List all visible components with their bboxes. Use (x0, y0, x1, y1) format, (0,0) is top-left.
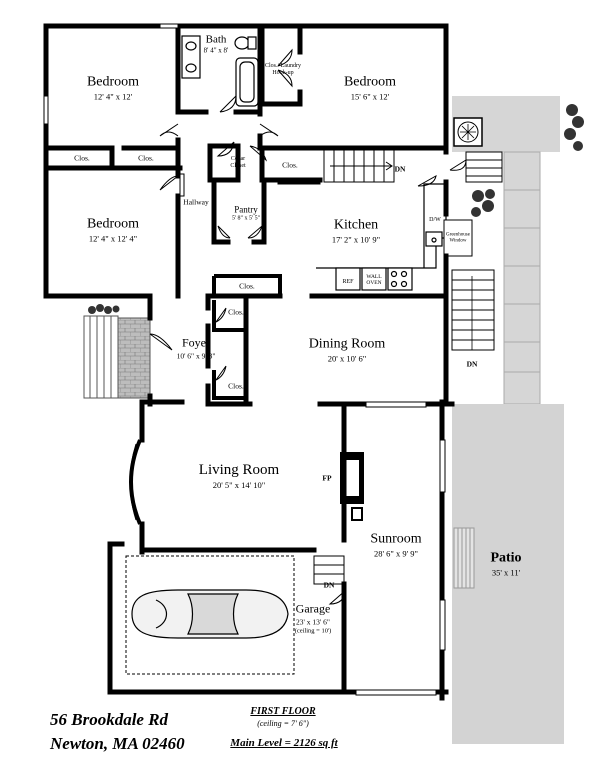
dn-label-kitchen: DN (394, 164, 406, 174)
bath-dim: 8' 4" x 8' (203, 46, 229, 55)
patio-label: Patio 35' x 11' (490, 551, 521, 578)
sunroom-dim: 28' 6" x 9' 9" (373, 548, 418, 559)
kitchen-dim: 17' 2" x 10' 9" (331, 234, 381, 245)
bedroom-ne-label: Bedroom 15' 6" x 12' (344, 75, 396, 102)
dining-room-dim: 20' x 10' 6" (327, 353, 367, 364)
floor-ceiling: (ceiling = 7' 6") (257, 719, 309, 728)
ref-label: REF (342, 279, 354, 285)
patio-dim: 35' x 11' (491, 567, 521, 578)
kitchen-counters (316, 183, 447, 291)
entry-stairs (83, 315, 119, 399)
dn-label-garage: DN (323, 580, 335, 590)
bedroom-nw-name: Bedroom (86, 74, 140, 90)
shrubs (88, 104, 584, 314)
bedroom-w-label: Bedroom 12' 4" x 12' 4" (87, 217, 139, 244)
pantry-dim: 5' 8" x 5' 5" (231, 215, 261, 222)
bath-label: Bath 8' 4" x 8' (204, 34, 229, 55)
hallway-label: Hallway (183, 197, 209, 207)
garage-ceiling: (ceiling = 10') (294, 627, 332, 635)
bedroom-ne-name: Bedroom (343, 74, 397, 90)
dining-room-label: Dining Room 20' x 10' 6" (309, 337, 386, 364)
closet-label-5: Clos. (228, 307, 244, 317)
address-line2: Newton, MA 02460 (50, 734, 185, 753)
foyer-dim: 10' 6" x 9' 3" (176, 351, 216, 361)
kitchen-label: Kitchen 17' 2" x 10' 9" (332, 218, 380, 245)
living-room-name: Living Room (198, 462, 280, 478)
foyer-label: Foyer 10' 6" x 9' 3" (177, 336, 216, 361)
exterior-walkway (452, 96, 560, 405)
address-line1: 56 Brookdale Rd (50, 710, 169, 729)
closet-label-1: Clos. (74, 153, 90, 163)
ac-unit-icon (453, 117, 483, 147)
greenhouse-window (443, 219, 473, 257)
dw-label: D/W (429, 217, 441, 223)
side-stairs-lower (451, 269, 495, 351)
closet-label-2: Clos. (138, 153, 154, 163)
laundry-label: Clos./ Laundry Hook-up (265, 62, 301, 76)
sunroom-name: Sunroom (370, 531, 422, 547)
closet-label-3: Clos. (282, 160, 298, 170)
bath-fixtures (181, 35, 259, 107)
side-stairs-upper (465, 151, 503, 183)
cedar-closet-label: Cedar Closet (230, 155, 246, 169)
garage-steps (313, 555, 345, 585)
pantry-label: Pantry 5' 8" x 5' 5" (232, 205, 260, 222)
patio-name: Patio (490, 550, 522, 566)
dn-label-side: DN (466, 359, 478, 369)
windows (43, 23, 446, 696)
patio-steps (453, 527, 475, 589)
foyer-name: Foyer (181, 335, 210, 350)
living-room-dim: 20' 5" x 14' 10" (212, 480, 266, 490)
closet-label-4: Clos. (239, 281, 255, 291)
garage-name: Garage (295, 601, 331, 616)
closet-label-6: Clos. (228, 381, 244, 391)
car-icon (131, 589, 289, 639)
bath-name: Bath (205, 33, 227, 46)
bay-window (129, 439, 142, 525)
foyer-closets (212, 274, 282, 400)
floor-title: FIRST FLOOR (250, 706, 316, 717)
pantry-name: Pantry (234, 204, 258, 215)
bedroom-nw-dim: 12' 4" x 12' (93, 91, 133, 102)
garage-parking-area (125, 555, 295, 675)
garage-label: Garage 23' x 13' 6" (ceiling = 10') (295, 602, 332, 635)
floor-level-area: Main Level = 2126 sq ft (230, 737, 338, 749)
greenhouse-window-label: Greenhouse Window (446, 232, 470, 244)
kitchen-stairs (323, 149, 395, 183)
dining-room-name: Dining Room (308, 336, 386, 352)
entry-stone-steps (117, 317, 151, 399)
wall-oven-label: WALL OVEN (366, 273, 382, 286)
bedroom-nw-label: Bedroom 12' 4" x 12' (87, 75, 139, 102)
living-room-label: Living Room 20' 5" x 14' 10" (199, 462, 279, 490)
fireplace-label: FP (322, 473, 332, 483)
sunroom-label: Sunroom 28' 6" x 9' 9" (370, 532, 421, 559)
bedroom-w-dim: 12' 4" x 12' 4" (88, 233, 138, 244)
garage-dim: 23' x 13' 6" (296, 617, 330, 627)
walls (43, 23, 455, 701)
bedroom-ne-dim: 15' 6" x 12' (350, 91, 390, 102)
kitchen-name: Kitchen (333, 217, 379, 233)
door-swings (149, 48, 467, 605)
bedroom-w-name: Bedroom (86, 216, 140, 232)
